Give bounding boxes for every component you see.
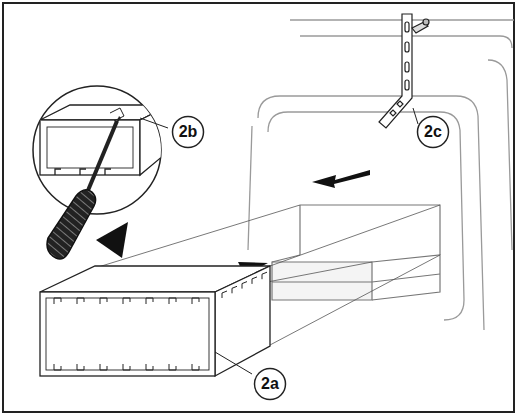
cage-tabs <box>54 272 267 370</box>
dashboard <box>248 20 514 330</box>
callout-ring <box>173 117 204 148</box>
callout-ring <box>255 369 286 400</box>
pointer-arrow <box>96 222 128 258</box>
din-opening <box>272 205 440 300</box>
callout-circle: 2c <box>416 115 450 149</box>
mounting-bracket <box>379 14 429 128</box>
callout-circle: 2b <box>171 115 205 149</box>
frame <box>3 3 514 412</box>
detail-cage <box>40 105 170 175</box>
callout-number: 2a <box>261 376 279 392</box>
leader-lines <box>140 108 418 374</box>
callout-ring <box>418 117 449 148</box>
direction-arrows <box>210 170 370 281</box>
callout-number: 2b <box>179 124 198 140</box>
callout-number: 2c <box>424 124 442 140</box>
callout-circle: 2a <box>253 367 287 401</box>
mounting-cage <box>40 266 270 376</box>
